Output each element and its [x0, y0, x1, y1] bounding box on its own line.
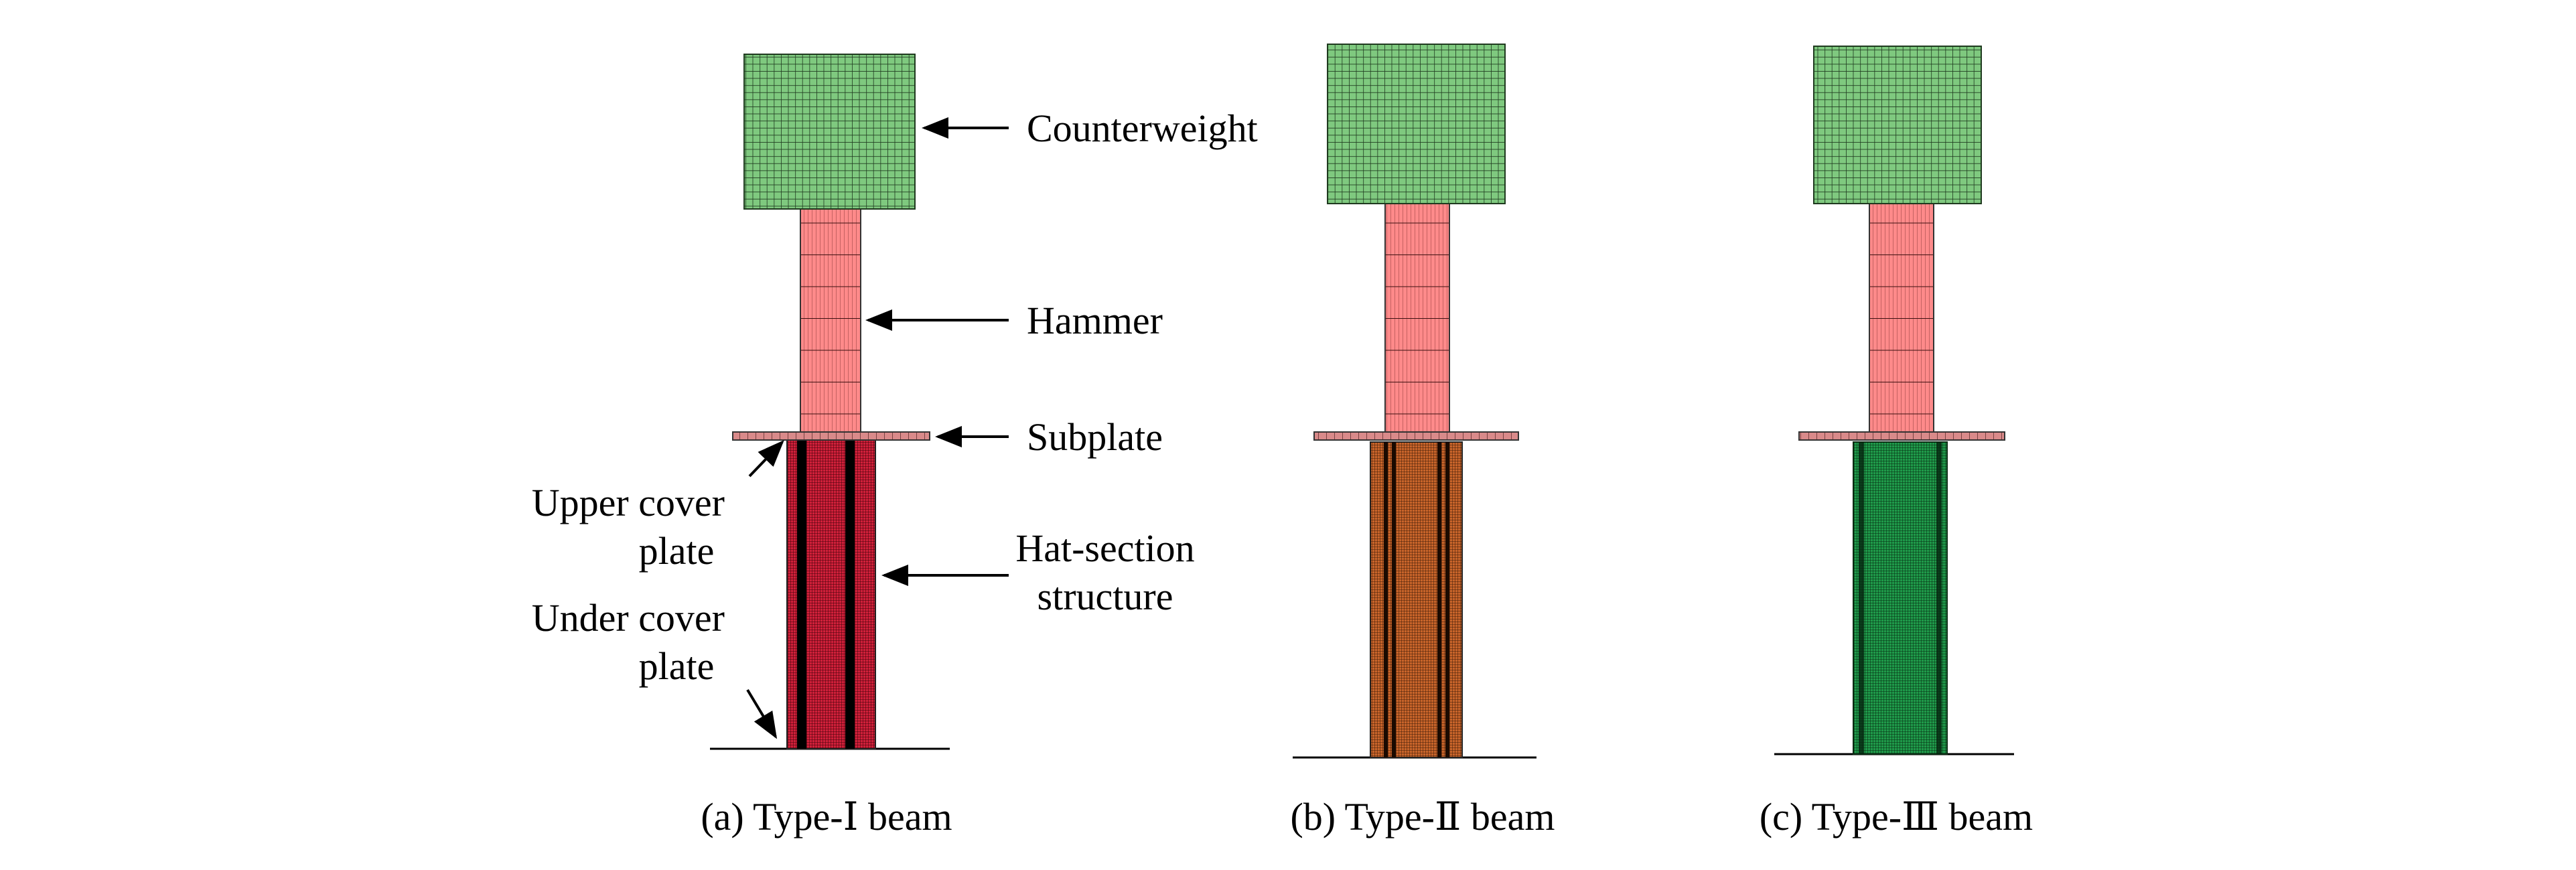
hammer: [800, 208, 861, 433]
type3-beam-model: (c) Type-Ⅲ beam: [1760, 46, 2033, 839]
hammer: [1384, 203, 1450, 433]
hammer: [1869, 203, 1934, 433]
counterweight: [1813, 46, 1982, 204]
arrow-icon: [748, 440, 784, 478]
subplate: [732, 431, 930, 441]
type2-beam-model: (b) Type-Ⅱ beam: [1290, 44, 1555, 839]
arrow-icon: [746, 688, 778, 739]
caption-b: (b) Type-Ⅱ beam: [1290, 795, 1555, 839]
hammer-label: Hammer: [1027, 299, 1163, 342]
under-cover-plate-label-line2: plate: [639, 644, 715, 688]
caption-c: (c) Type-Ⅲ beam: [1760, 795, 2033, 839]
counterweight: [1327, 44, 1506, 204]
counterweight: [743, 54, 916, 210]
hat-section-flange: [1936, 442, 1942, 754]
type1-beam-model: Counterweight Hammer Subplate Hat-sectio…: [532, 54, 1258, 839]
hat-section-label-line2: structure: [1037, 575, 1173, 618]
subplate: [1798, 431, 2005, 441]
hat-section-flange: [1392, 442, 1396, 757]
hat-section-flange: [1437, 442, 1441, 757]
caption-a: (a) Type-Ⅰ beam: [701, 795, 952, 839]
subplate: [1313, 431, 1519, 441]
hat-section-flange: [1445, 442, 1449, 757]
upper-cover-plate-label: Upper cover: [532, 481, 725, 524]
counterweight-label: Counterweight: [1027, 106, 1258, 150]
hat-section-flange: [845, 440, 855, 749]
hat-section-flange: [1384, 442, 1388, 757]
subplate-label: Subplate: [1027, 415, 1163, 459]
upper-cover-plate-label-line2: plate: [639, 529, 715, 573]
hat-section-flange: [1859, 442, 1864, 754]
hat-section-structure: [1853, 441, 1948, 755]
hat-section-label: Hat-section: [1015, 526, 1194, 570]
under-cover-plate-label: Under cover: [532, 596, 725, 640]
hat-section-flange: [797, 440, 806, 749]
